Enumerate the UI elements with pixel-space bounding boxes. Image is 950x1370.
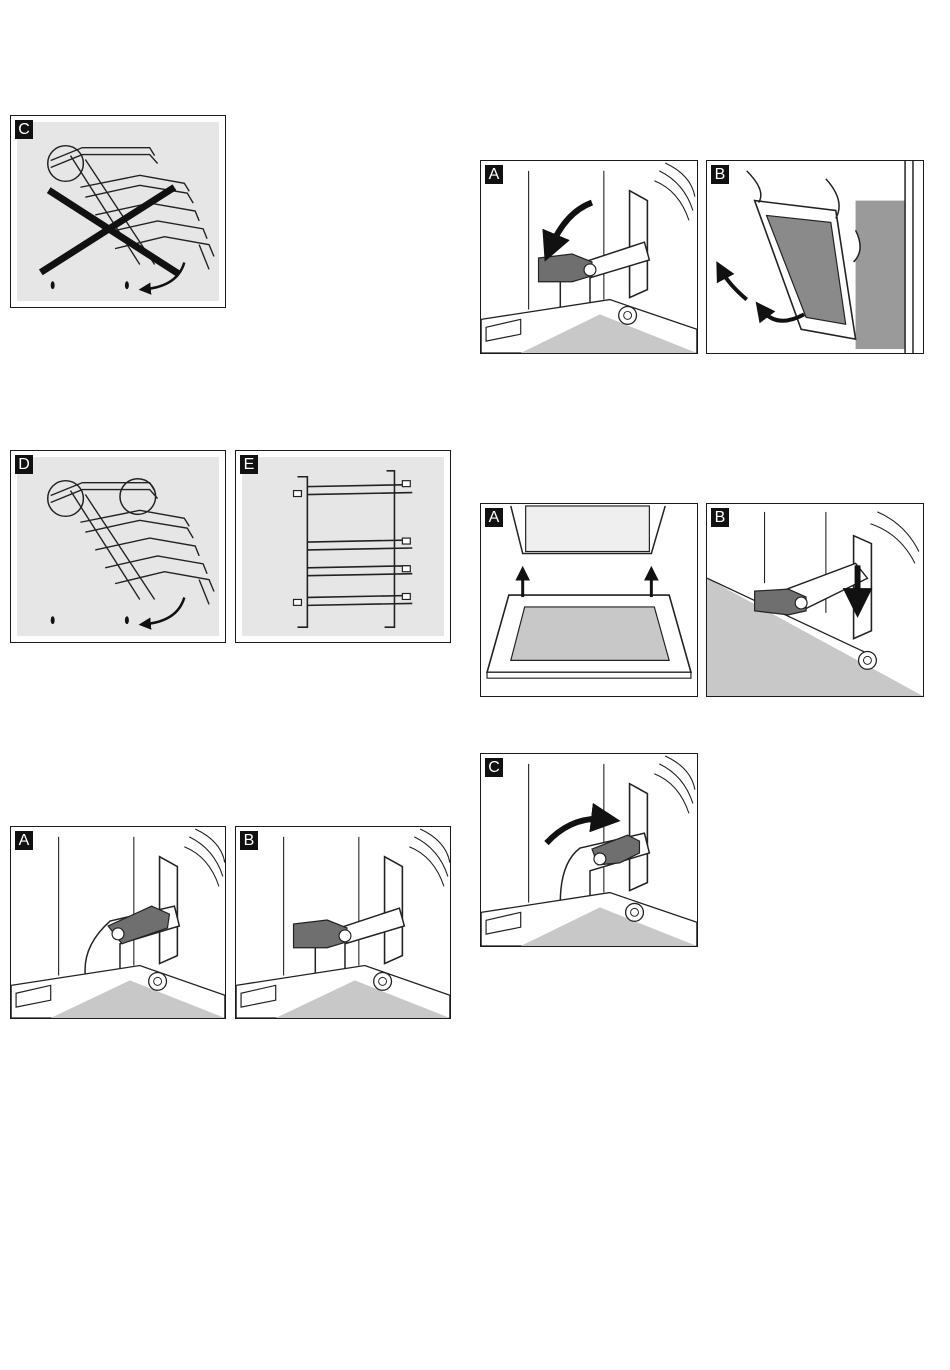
- figure-door-fit-hinges: A: [480, 503, 698, 697]
- figure-label: B: [711, 508, 729, 527]
- figure-label: C: [485, 758, 503, 777]
- figure-label: A: [485, 508, 503, 527]
- figure-label: A: [485, 165, 503, 184]
- hinge-open-illustration: [11, 827, 225, 1018]
- figure-door-remove-lift: B: [706, 160, 924, 354]
- figure-hinge-open: A: [10, 826, 226, 1019]
- figure-hinge-closed: B: [235, 826, 451, 1019]
- figure-door-remove-lever: A: [480, 160, 698, 354]
- rack-wrong-illustration: [11, 116, 225, 307]
- rack-front-illustration: [236, 451, 450, 642]
- figure-rack-correct: D: [10, 450, 226, 643]
- figure-rack-front: E: [235, 450, 451, 643]
- door-remove-lift-illustration: [707, 161, 923, 353]
- figure-label: B: [711, 165, 729, 184]
- door-fit-lever-close-illustration: [481, 754, 697, 946]
- figure-door-fit-lever-close: C: [480, 753, 698, 947]
- figure-door-fit-lever-down: B: [706, 503, 924, 697]
- figure-label: E: [240, 455, 258, 474]
- rack-correct-illustration: [11, 451, 225, 642]
- hinge-closed-illustration: [236, 827, 450, 1018]
- figure-label: D: [15, 455, 33, 474]
- figure-label: C: [15, 120, 33, 139]
- door-remove-lever-illustration: [481, 161, 697, 353]
- door-fit-hinges-illustration: [481, 504, 697, 696]
- figure-rack-wrong: C: [10, 115, 226, 308]
- figure-label: A: [15, 831, 33, 850]
- door-fit-lever-down-illustration: [707, 504, 923, 696]
- figure-label: B: [240, 831, 258, 850]
